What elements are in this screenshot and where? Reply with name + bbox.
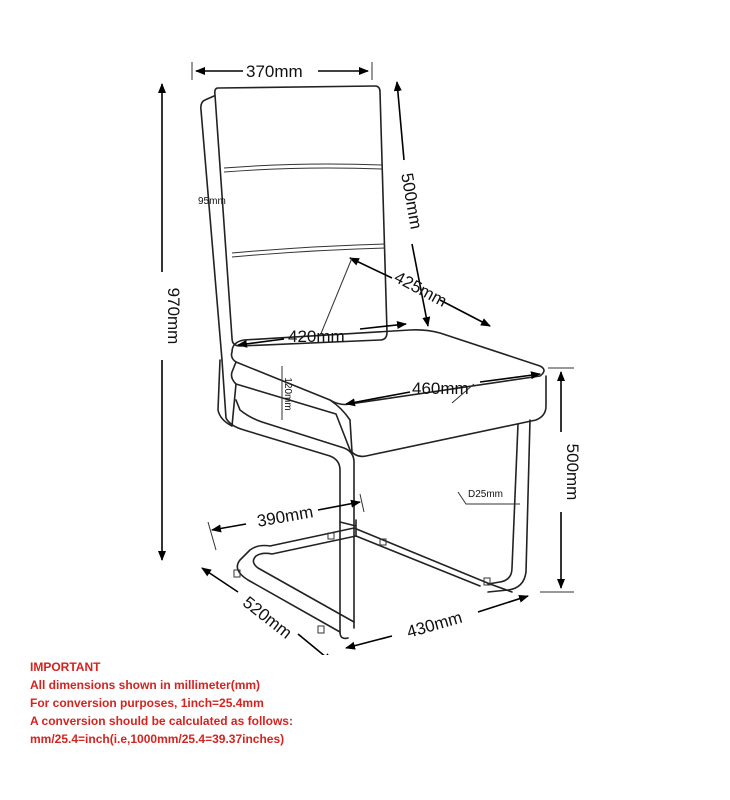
backrest-side [200,95,223,361]
base-feet [233,532,491,634]
notes-line-2: For conversion purposes, 1inch=25.4mm [30,696,264,710]
seat-front [230,361,547,458]
notes-line-1: All dimensions shown in millimeter(mm) [30,678,261,692]
frame-back-tube-inner [235,399,355,629]
label-base-front-width: 390mm [255,502,314,531]
label-seat-height: 500mm [563,444,582,501]
label-seat-depth: 425mm [391,267,450,310]
frame-front-tube-inner [487,419,531,593]
label-back-height: 500mm [397,171,426,230]
chair-outline [200,85,547,640]
frame-front-tube [487,423,519,585]
label-seat-thickness: 120mm [282,377,293,410]
notes-line-3: A conversion should be calculated as fol… [30,714,293,728]
label-back-width: 370mm [246,62,303,81]
seat-front-face [329,399,353,453]
label-base-width: 430mm [405,608,465,642]
base-inner [252,535,481,623]
backrest [214,85,388,347]
chair-dimension-drawing: 370mm 970mm 500mm 95mm 425mm 420mm 460mm… [158,62,582,655]
seat-top [230,329,545,406]
notes-line-4: mm/25.4=inch(i.e,1000mm/25.4=39.37inches… [30,732,285,746]
seat-side [217,359,237,427]
base-outer [236,527,513,633]
label-panel: 95mm [198,196,226,207]
dimension-lines [158,62,574,655]
frame-back-tube [221,359,349,640]
label-total-height: 970mm [164,288,183,345]
label-seat-width: 460mm [412,379,469,398]
important-notes: IMPORTANT All dimensions shown in millim… [30,658,720,748]
label-seat-back-width: 420mm [288,327,345,346]
dimension-labels: 370mm 970mm 500mm 95mm 425mm 420mm 460mm… [164,62,582,643]
backrest-seam-bottom [231,243,386,254]
backrest-seam-top-2 [223,167,384,173]
notes-title: IMPORTANT [30,660,101,674]
backrest-seam-bottom-2 [231,247,386,258]
base-rear-bar [339,519,357,537]
label-tube: D25mm [468,489,503,500]
backrest-seam-top [223,163,383,169]
label-base-depth: 520mm [239,593,295,643]
